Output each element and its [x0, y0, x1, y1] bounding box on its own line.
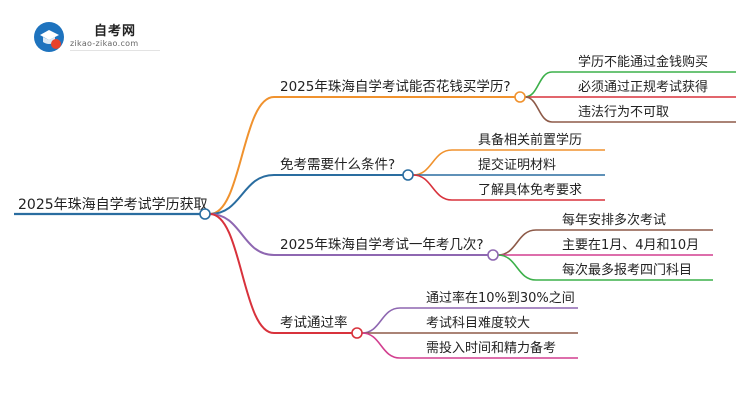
- branch-connector: [209, 213, 275, 334]
- site-logo[interactable]: 自考网 zikao-zikao.com: [32, 18, 182, 54]
- graduation-cap-icon: [34, 22, 64, 52]
- connectors: [14, 71, 736, 359]
- branch-label: 2025年珠海自学考试一年考几次?: [280, 237, 484, 253]
- logo-url: zikao-zikao.com: [70, 39, 139, 48]
- leaf-label: 具备相关前置学历: [478, 132, 582, 148]
- branch-node[interactable]: [402, 169, 414, 181]
- nodes: 2025年珠海自学考试学历获取 2025年珠海自学考试能否花钱买学历? 学历不能通过…: [18, 54, 708, 356]
- leaf-connector: [412, 149, 453, 176]
- root-label: 2025年珠海自学考试学历获取: [18, 197, 208, 213]
- leaf-label: 了解具体免考要求: [478, 183, 582, 198]
- leaf-label: 必须通过正规考试获得: [578, 79, 708, 95]
- root-node[interactable]: [199, 208, 211, 220]
- leaf-label: 主要在1月、4月和10月: [562, 238, 699, 253]
- leaf-label: 每年安排多次考试: [562, 212, 666, 228]
- leaf-label: 提交证明材料: [478, 157, 556, 173]
- leaf-connector: [361, 332, 401, 359]
- logo-name: 自考网: [94, 24, 137, 39]
- leaf-connector: [412, 174, 453, 201]
- leaf-connector: [524, 96, 553, 123]
- leaf-label: 学历不能通过金钱购买: [578, 54, 708, 70]
- leaf-label: 考试科目难度较大: [426, 315, 530, 331]
- branch-node[interactable]: [351, 327, 363, 339]
- branch-node[interactable]: [514, 91, 526, 103]
- leaf-connector: [497, 254, 537, 281]
- leaf-label: 通过率在10%到30%之间: [426, 290, 575, 306]
- logo-divider: [70, 50, 160, 51]
- leaf-label: 每次最多报考四门科目: [562, 262, 692, 278]
- branch-node[interactable]: [487, 249, 499, 261]
- leaf-connector: [361, 307, 401, 334]
- branch-connector: [209, 174, 275, 215]
- leaf-label: 违法行为不可取: [578, 105, 669, 120]
- branch-label: 考试通过率: [280, 314, 348, 331]
- leaf-connector: [524, 71, 553, 98]
- branch-connector: [209, 213, 275, 256]
- leaf-label: 需投入时间和精力备考: [426, 340, 556, 356]
- leaf-connector: [497, 229, 537, 256]
- branch-connector: [209, 96, 275, 215]
- branch-label: 2025年珠海自学考试能否花钱买学历?: [280, 79, 511, 95]
- branch-label: 免考需要什么条件?: [280, 156, 395, 173]
